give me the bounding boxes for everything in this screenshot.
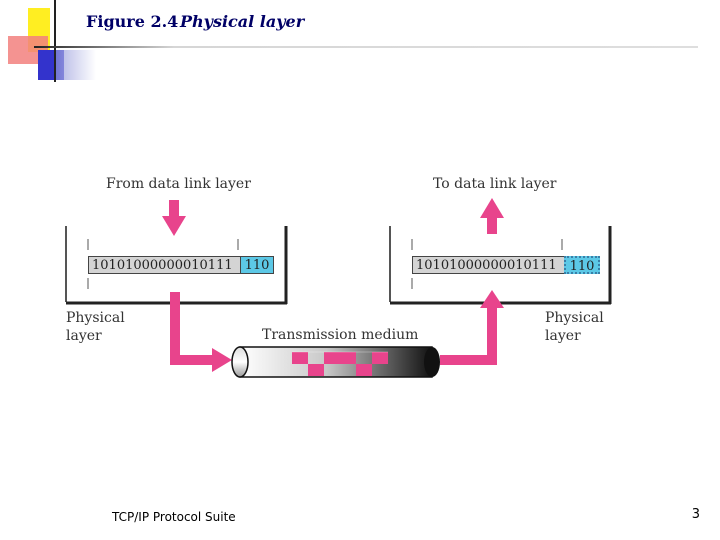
decor-vertical-rule <box>54 0 56 82</box>
receiver-top-label: To data link layer <box>433 176 557 192</box>
decor-fade-square <box>56 50 96 80</box>
sender-side-label-line1: Physical <box>66 310 125 326</box>
sender-top-label: From data link layer <box>106 176 251 192</box>
page-number: 3 <box>691 507 700 522</box>
signal-pulses <box>292 351 388 376</box>
figure-number: Figure 2.4 <box>86 12 179 31</box>
receiver-side-label-line2: layer <box>545 328 581 344</box>
header-rule <box>34 46 698 48</box>
arrow-sender-to-medium <box>170 292 232 372</box>
arrow-out-of-receiver <box>480 198 504 234</box>
sender-bits: 10101000000010111 <box>88 256 242 274</box>
receiver-trailer: 110 <box>564 256 600 274</box>
medium-label: Transmission medium <box>262 327 419 343</box>
arrow-into-sender <box>162 200 186 236</box>
receiver-bits: 10101000000010111 <box>412 256 566 274</box>
receiver-side-label-line1: Physical <box>545 310 604 326</box>
sender-trailer: 110 <box>240 256 274 274</box>
figure-title: Physical layer <box>180 12 305 31</box>
arrow-medium-to-receiver <box>440 290 504 365</box>
sender-side-label-line2: layer <box>66 328 102 344</box>
footer-source: TCP/IP Protocol Suite <box>112 510 236 524</box>
